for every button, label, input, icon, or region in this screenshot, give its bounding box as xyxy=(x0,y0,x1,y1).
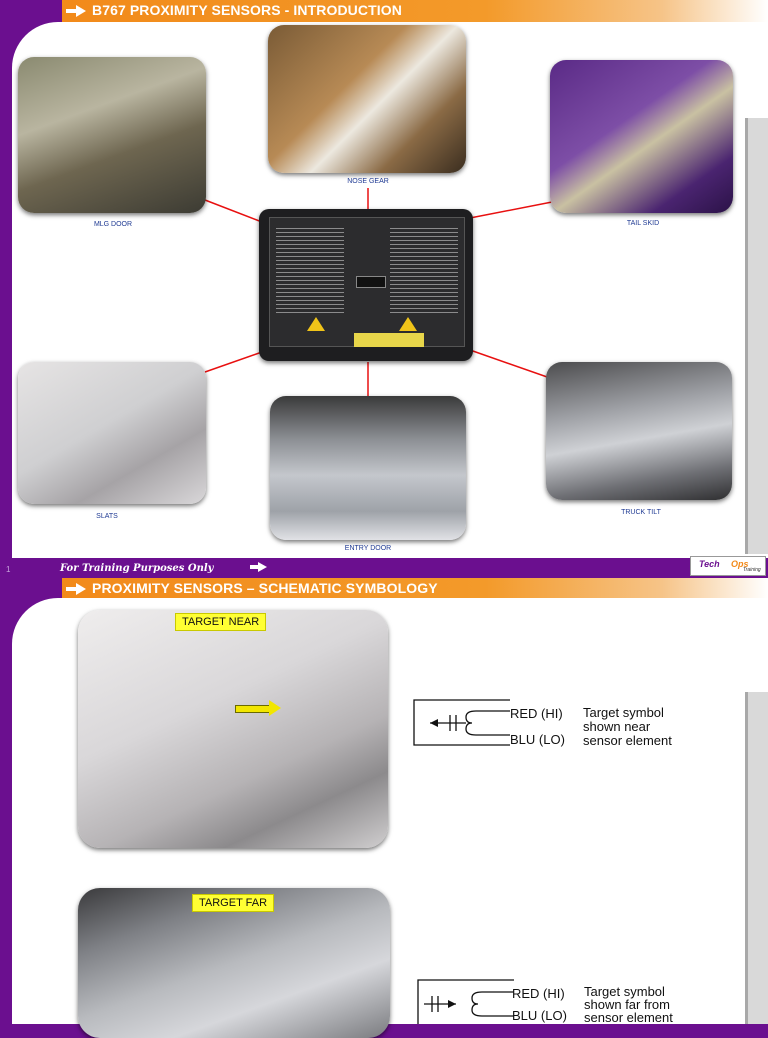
right-edge-line xyxy=(745,692,748,1024)
connector-truck xyxy=(469,349,551,379)
far-desc-line-3: sensor element xyxy=(584,1010,673,1025)
header-arrow-tail xyxy=(66,587,76,591)
footer-training-notice: For Training Purposes Only xyxy=(60,563,214,574)
photo-truck-tilt xyxy=(546,362,732,500)
near-wire-hi-label: RED (HI) xyxy=(510,706,563,721)
header-arrow-icon xyxy=(76,583,86,595)
footer-arrow-tail xyxy=(250,565,258,569)
logo-brand-b: Ops xyxy=(731,559,749,569)
unit-display xyxy=(356,276,386,288)
far-desc-line-2: shown far from xyxy=(584,997,670,1012)
far-desc-line-1: Target symbol xyxy=(584,984,665,999)
photo-target-near xyxy=(78,610,388,848)
caption-mlg-door: MLG DOOR xyxy=(93,221,133,228)
tag-target-near: TARGET NEAR xyxy=(175,613,267,631)
caption-truck-tilt: TRUCK TILT xyxy=(621,509,661,516)
warning-triangle-icon xyxy=(307,317,325,331)
connector-slats xyxy=(204,351,263,373)
photo-entry-door xyxy=(270,396,466,540)
footer-arrow-icon xyxy=(258,562,267,572)
slide-header: PROXIMITY SENSORS – SCHEMATIC SYMBOLOGY xyxy=(0,578,768,600)
right-edge-strip xyxy=(748,118,768,554)
unit-faceplate xyxy=(269,217,465,347)
header-band xyxy=(62,578,768,600)
near-desc-line-1: Target symbol xyxy=(583,705,664,720)
page-number: 1 xyxy=(6,565,11,574)
slide-title: PROXIMITY SENSORS – SCHEMATIC SYMBOLOGY xyxy=(92,580,438,596)
photo-tail-skid xyxy=(550,60,733,213)
near-wire-lo-label: BLU (LO) xyxy=(510,732,565,747)
techops-logo: Tech Ops Training xyxy=(690,556,766,576)
header-arrow-icon xyxy=(76,5,86,17)
slide-title: B767 PROXIMITY SENSORS - INTRODUCTION xyxy=(92,2,402,18)
far-sensor-symbol xyxy=(417,979,514,1024)
near-desc-line-3: sensor element xyxy=(583,733,672,748)
connector-mlg xyxy=(204,199,263,223)
tag-target-far: TARGET FAR xyxy=(192,894,275,912)
slide-header: B767 PROXIMITY SENSORS - INTRODUCTION xyxy=(0,0,768,22)
connector-tail xyxy=(469,201,553,219)
arrow-right-icon xyxy=(269,700,281,716)
sensor-pointer-arrow xyxy=(235,705,273,713)
caption-nose-gear: NOSE GEAR xyxy=(347,178,389,185)
near-sensor-symbol xyxy=(413,699,510,746)
photo-mlg-door xyxy=(18,57,206,213)
photo-target-far xyxy=(78,888,390,1038)
slide-introduction: B767 PROXIMITY SENSORS - INTRODUCTION ML… xyxy=(0,0,768,576)
right-edge-line xyxy=(745,118,748,554)
unit-text-left xyxy=(276,228,344,316)
caption-tail-skid: TAIL SKID xyxy=(626,220,660,227)
far-wire-lo-label: BLU (LO) xyxy=(512,1008,567,1023)
caption-slats: SLATS xyxy=(96,513,118,520)
logo-tagline: Training xyxy=(743,567,761,573)
connector-lines xyxy=(204,188,553,396)
header-arrow-tail xyxy=(66,9,76,13)
unit-esd-label xyxy=(354,333,424,347)
header-band xyxy=(62,0,768,22)
near-desc-line-2: shown near xyxy=(583,719,651,734)
caption-entry-door: ENTRY DOOR xyxy=(344,545,392,552)
far-wire-hi-label: RED (HI) xyxy=(512,986,565,1001)
photo-nose-gear xyxy=(268,25,466,173)
photo-proximity-switch-unit xyxy=(259,209,473,361)
warning-triangle-icon xyxy=(399,317,417,331)
unit-text-right xyxy=(390,228,458,316)
logo-brand-a: Tech xyxy=(699,559,720,569)
photo-slats xyxy=(18,362,206,504)
right-edge-strip xyxy=(748,692,768,1024)
